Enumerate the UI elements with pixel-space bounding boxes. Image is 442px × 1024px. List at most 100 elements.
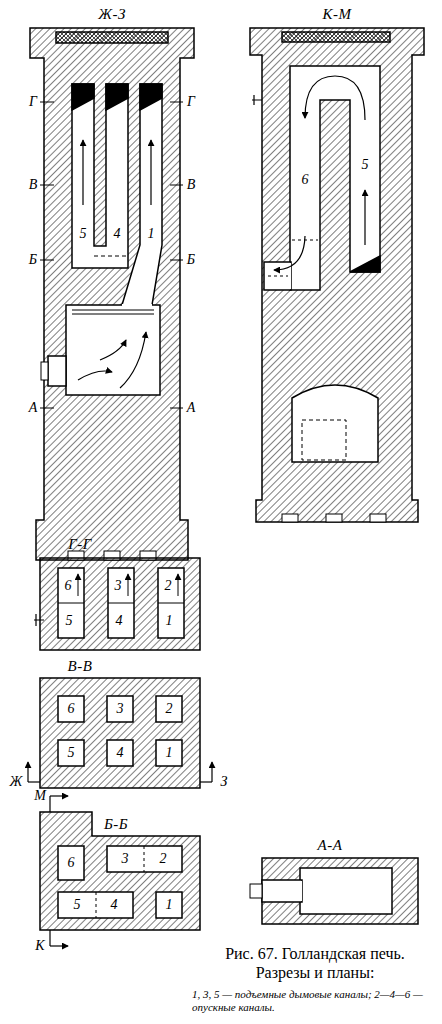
section-k-m-part xyxy=(292,385,378,462)
cut-mark: К xyxy=(35,939,44,953)
section-zh-z-part xyxy=(106,84,128,110)
section-k-m-part xyxy=(252,95,262,105)
section-zh-z-part xyxy=(48,356,66,386)
plan-v-v-part xyxy=(107,740,133,766)
section-mark: А xyxy=(187,401,196,415)
plan-v-v-part xyxy=(58,740,84,766)
cut-mark: М xyxy=(34,789,46,803)
section-mark: В xyxy=(187,178,196,192)
section-title: Г-Г xyxy=(68,537,92,552)
plan-a-a xyxy=(250,858,418,924)
flue-channel: 21 xyxy=(158,568,184,638)
channel-number: 1 xyxy=(166,746,173,760)
plan-view: 6 3 2 5 4 1 В-В xyxy=(40,656,200,788)
plan-g-g-part xyxy=(78,574,79,596)
section-k-m-part xyxy=(370,514,386,522)
plan-a-a-part xyxy=(300,881,302,901)
section-zh-z-part xyxy=(66,305,160,395)
channel-number: 4 xyxy=(117,746,124,760)
section-view: 541Ж-З xyxy=(30,2,194,560)
plan-view: 632541Б-Б xyxy=(40,812,200,930)
section-k-m-part xyxy=(268,276,288,277)
plan-g-g-part xyxy=(128,574,129,596)
section-k-m-part xyxy=(326,514,342,522)
plan-g-g-part xyxy=(108,568,134,638)
section-zh-z-part xyxy=(72,84,94,110)
plan-a-a-part xyxy=(250,884,262,898)
plan-v-v-part xyxy=(107,696,133,722)
section-zh-z-part xyxy=(82,140,83,205)
section-zh-z-part xyxy=(56,32,168,43)
section-zh-z-part xyxy=(170,408,183,409)
section-mark: Б xyxy=(29,253,37,267)
section-title: Б-Б xyxy=(104,817,128,832)
section-mark: Г xyxy=(29,95,37,109)
legend-note: 1, 3, 5 — подъемные дымовые каналы; 2—4—… xyxy=(192,988,436,1013)
flue-channel: 6 xyxy=(58,696,84,722)
section-k-m-part xyxy=(282,32,390,42)
plan-v-v-part xyxy=(211,762,212,782)
plan-b-b-part xyxy=(156,892,182,918)
plan-b-b-part xyxy=(40,812,200,930)
flue-channel: 5 xyxy=(72,84,94,270)
flue-channel: 5 xyxy=(350,100,380,272)
flue-channel: 54 xyxy=(58,892,133,918)
channel-number: 1 xyxy=(166,898,173,912)
plan-g-g xyxy=(34,558,200,650)
channel-number: 5 xyxy=(68,746,75,760)
section-k-m-part xyxy=(264,262,291,290)
plan-g-g-part xyxy=(178,574,179,596)
figure-caption: Рис. 67. Голландская печь. Разрезы и пла… xyxy=(198,944,432,982)
plan-g-g-part xyxy=(58,603,84,604)
channel-number: 4 xyxy=(116,614,123,628)
section-zh-z-part xyxy=(122,304,152,306)
section-k-m-part xyxy=(290,66,380,290)
plan-b-b-part xyxy=(107,846,182,872)
flue-channel: 6 xyxy=(290,100,320,262)
section-zh-z-part xyxy=(72,84,128,268)
section-k-m-part xyxy=(274,236,305,270)
section-zh-z-part xyxy=(78,371,112,380)
cut-mark: З xyxy=(221,775,228,789)
flue-channel: 34 xyxy=(108,568,134,638)
section-zh-z-part xyxy=(41,362,48,380)
plan-g-g-part xyxy=(158,603,184,604)
section-k-m xyxy=(250,28,424,522)
channel-number: 5 xyxy=(66,614,73,628)
plan-a-a-part xyxy=(262,858,418,924)
plan-v-v-part xyxy=(58,696,84,722)
plan-b-b-part xyxy=(50,795,68,796)
section-mark: В xyxy=(29,178,38,192)
channel-number: 5 xyxy=(74,898,81,912)
plan-b-b-part xyxy=(58,846,84,880)
flue-channel: 5 xyxy=(58,740,84,766)
section-title: В-В xyxy=(68,659,93,674)
channel-number: 4 xyxy=(114,227,121,241)
section-k-m-part xyxy=(305,76,365,120)
section-zh-z-part xyxy=(40,185,54,186)
section-zh-z-part xyxy=(150,140,151,205)
channel-number: 1 xyxy=(166,614,173,628)
plan-v-v xyxy=(28,678,212,788)
section-title: Ж-З xyxy=(98,7,126,22)
section-k-m-part xyxy=(350,256,380,272)
plan-v-v-part xyxy=(40,678,200,788)
plan-b-b xyxy=(40,796,200,946)
plan-a-a-part xyxy=(300,868,392,914)
plan-b-b-part xyxy=(58,892,133,918)
plan-view: А-А xyxy=(262,834,418,924)
plan-g-g-part xyxy=(40,558,200,650)
channel-number: 3 xyxy=(117,702,124,716)
channel-number: 6 xyxy=(68,856,75,870)
section-zh-z-part xyxy=(72,310,154,314)
channel-number: 2 xyxy=(160,852,167,866)
plan-v-v-part xyxy=(28,781,40,782)
plan-a-a-part xyxy=(262,880,302,902)
channel-number: 6 xyxy=(65,579,72,593)
section-zh-z-part xyxy=(30,28,194,560)
plan-g-g-part xyxy=(34,614,44,626)
flue-channel: 2 xyxy=(156,696,182,722)
plan-b-b-part xyxy=(144,846,145,872)
channel-number: 6 xyxy=(68,702,75,716)
flue-channel: 3 xyxy=(107,696,133,722)
